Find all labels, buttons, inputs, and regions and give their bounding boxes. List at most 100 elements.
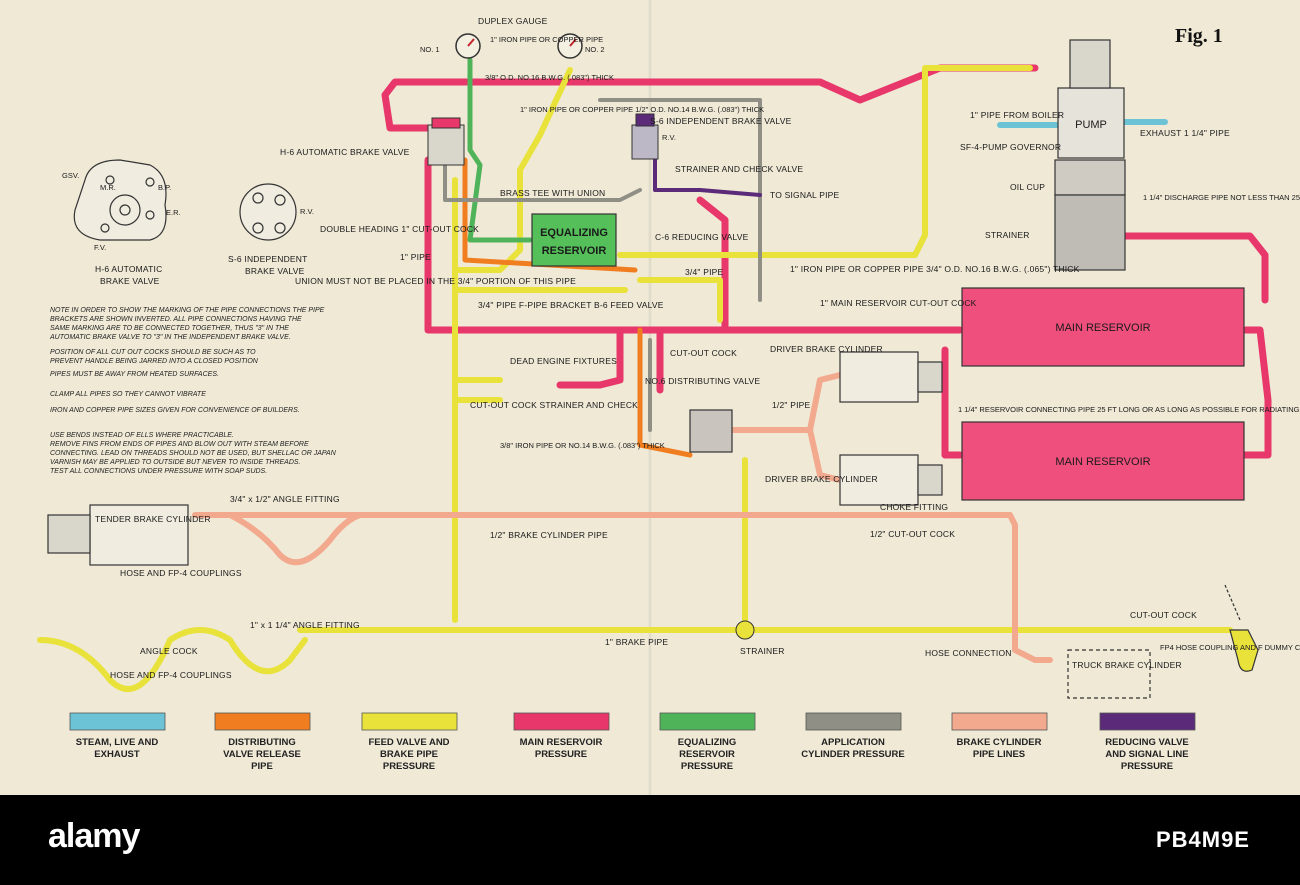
diagram-plate: EQUALIZING RESERVOIR MAIN RESERVOIR MAIN… [0,0,1300,795]
main-reservoir-1-label: MAIN RESERVOIR [1055,322,1150,334]
hose-fp4-2-label: HOSE AND FP-4 COUPLINGS [110,670,232,680]
tender-cyl-label: TENDER BRAKE CYLINDER [95,514,211,524]
hose-fp4-1-label: HOSE AND FP-4 COUPLINGS [120,568,242,578]
s6-plan-label: S-6 INDEPENDENT [228,254,308,264]
note-line: POSITION OF ALL CUT OUT COCKS SHOULD BE … [50,349,256,356]
choke-fitting-label: CHOKE FITTING [880,502,948,512]
h6-valve-label: H-6 AUTOMATIC BRAKE VALVE [280,147,410,157]
note-line: USE BENDS INSTEAD OF ELLS WHERE PRACTICA… [50,432,234,439]
s6-valve-plan-icon [239,183,297,241]
gauge-pipe-od-label: 3/8" O.D. NO.16 B.W.G. (.083") THICK [485,73,614,82]
equalizing-reservoir [531,213,617,267]
legend-swatch [513,712,610,731]
equalizing-pipes [467,57,533,243]
note-line: TEST ALL CONNECTIONS UNDER PRESSURE WITH… [50,468,267,475]
pump-governor-label: SF-4-PUMP GOVERNOR [960,142,1061,152]
note-line: PIPES MUST BE AWAY FROM HEATED SURFACES. [50,371,219,378]
fv-label: F.V. [94,243,106,252]
bp-label: B.P. [158,183,171,192]
note-line: SAME MARKING ARE TO BE CONNECTED TOGETHE… [50,325,289,332]
gauge-no1-label: NO. 1 [420,45,440,54]
strainer-check-label: STRAINER AND CHECK VALVE [675,164,803,174]
h6-valve-plan-icon [73,159,167,241]
oil-cup-label: OIL CUP [1010,182,1045,192]
driver-cyl-1-label: DRIVER BRAKE CYLINDER [770,344,883,354]
pump-strainer-label: STRAINER [985,230,1030,240]
gauge-pipe-label: 1" IRON PIPE OR COPPER PIPE [490,35,603,44]
brake-pipe-strainer [735,620,755,640]
truck-cyl-label: TRUCK BRAKE CYLINDER [1072,660,1182,670]
watermark-footer: alamy PB4M9E [0,795,1300,885]
legend-swatch [361,712,458,731]
note-line: IRON AND COPPER PIPE SIZES GIVEN FOR CON… [50,407,300,414]
rv-plan-label: R.V. [300,207,314,216]
tender-brake-cylinder [47,504,189,566]
er-label: E.R. [166,208,181,217]
air-pump [1054,39,1126,271]
angle-cock-label: ANGLE COCK [140,646,198,656]
brake-cyl-pipe-label: 1/2" BRAKE CYLINDER PIPE [490,530,608,540]
note-line: BRACKETS ARE SHOWN INVERTED. ALL PIPE CO… [50,316,302,323]
rv-label: R.V. [662,133,676,142]
dist-iron-pipe-label: 3/8" IRON PIPE OR NO.14 B.W.G. (.083") T… [500,441,665,450]
steam-pipes [997,119,1168,128]
driver-brake-cylinder-1 [839,351,943,403]
note-line: VARNISH MAY BE APPLIED TO OUTSIDE BUT NE… [50,459,301,466]
reducing-pipes [653,148,762,197]
main-res-pipe-label: 1" IRON PIPE OR COPPER PIPE 3/4" O.D. NO… [790,264,1080,274]
truck-brake-cylinder [1067,649,1151,699]
c6-reducing-label: C-6 REDUCING VALVE [655,232,749,242]
brake-cylinder-pipes [192,372,1053,663]
f-pipe-bracket-label: 3/4" PIPE F-PIPE BRACKET B-6 FEED VALVE [478,300,664,310]
note-line: CLAMP ALL PIPES SO THEY CANNOT VIBRATE [50,391,206,398]
cutout-right-label: CUT-OUT COCK [1130,610,1197,620]
one-pipe-label: 1" PIPE [400,252,431,262]
driver-cyl-2-label: DRIVER BRAKE CYLINDER [765,474,878,484]
pump-label: PUMP [1075,119,1107,131]
fp4-coupling-label: FP4 HOSE COUPLING AND F DUMMY COUPLING [1160,643,1300,652]
cutout-cock-label: CUT-OUT COCK [670,348,737,358]
h6-plan-label-2: BRAKE VALVE [100,276,160,286]
equalizing-reservoir-label-2: RESERVOIR [542,245,607,257]
brass-tee-label: BRASS TEE WITH UNION [500,188,605,198]
signal-pipe-label: TO SIGNAL PIPE [770,190,840,200]
gauge-no2-label: NO. 2 [585,45,605,54]
main-reservoir-1 [961,287,1245,367]
note-line: CONNECTING. LEAD ON THREADS SHOULD NOT B… [50,450,337,457]
brake-pipe-lines [37,65,1233,692]
main-res-cutout-label: 1" MAIN RESERVOIR CUT-OUT COCK [820,298,977,308]
res-connecting-label: 1 1/4" RESERVOIR CONNECTING PIPE 25 FT L… [958,405,1300,414]
one-x-angle-label: 1" x 1 1/4" ANGLE FITTING [250,620,360,630]
hose-connection-label: HOSE CONNECTION [925,648,1012,658]
three-quarter-pipe-label: 3/4" PIPE [685,267,723,277]
air-brake-diagram: EQUALIZING RESERVOIR MAIN RESERVOIR MAIN… [37,16,1300,772]
no6-distributing-label: NO.6 DISTRIBUTING VALVE [645,376,760,386]
double-heading-label: DOUBLE HEADING 1" CUT-OUT COCK [320,224,479,234]
mr-label: M.R. [100,183,116,192]
discharge-pipe-label: 1 1/4" DISCHARGE PIPE NOT LESS THAN 25 F… [1143,193,1300,202]
strainer-bottom-label: STRAINER [740,646,785,656]
fp4-coupling-icon [1224,584,1259,672]
main-reservoir-2-label: MAIN RESERVOIR [1055,456,1150,468]
note-line: PREVENT HANDLE BEING JARRED INTO A CLOSE… [50,358,259,365]
note-line: REMOVE FINS FROM ENDS OF PIPES AND BLOW … [50,441,309,448]
gsv-label: GSV. [62,171,79,180]
duplex-gauge [455,33,583,59]
one-brake-pipe-label: 1" BRAKE PIPE [605,637,668,647]
brand-logo: alamy [48,817,140,855]
cutout-strainer-label: CUT-OUT COCK STRAINER AND CHECK [470,400,638,410]
main-reservoir-2 [961,421,1245,501]
s6-valve-label: S-6 INDEPENDENT BRAKE VALVE [650,116,792,126]
release-pipe [462,157,693,458]
union-note-label: UNION MUST NOT BE PLACED IN THE 3/4" POR… [295,276,576,286]
image-code: PB4M9E [1155,827,1250,852]
legend-swatch [1099,712,1196,731]
